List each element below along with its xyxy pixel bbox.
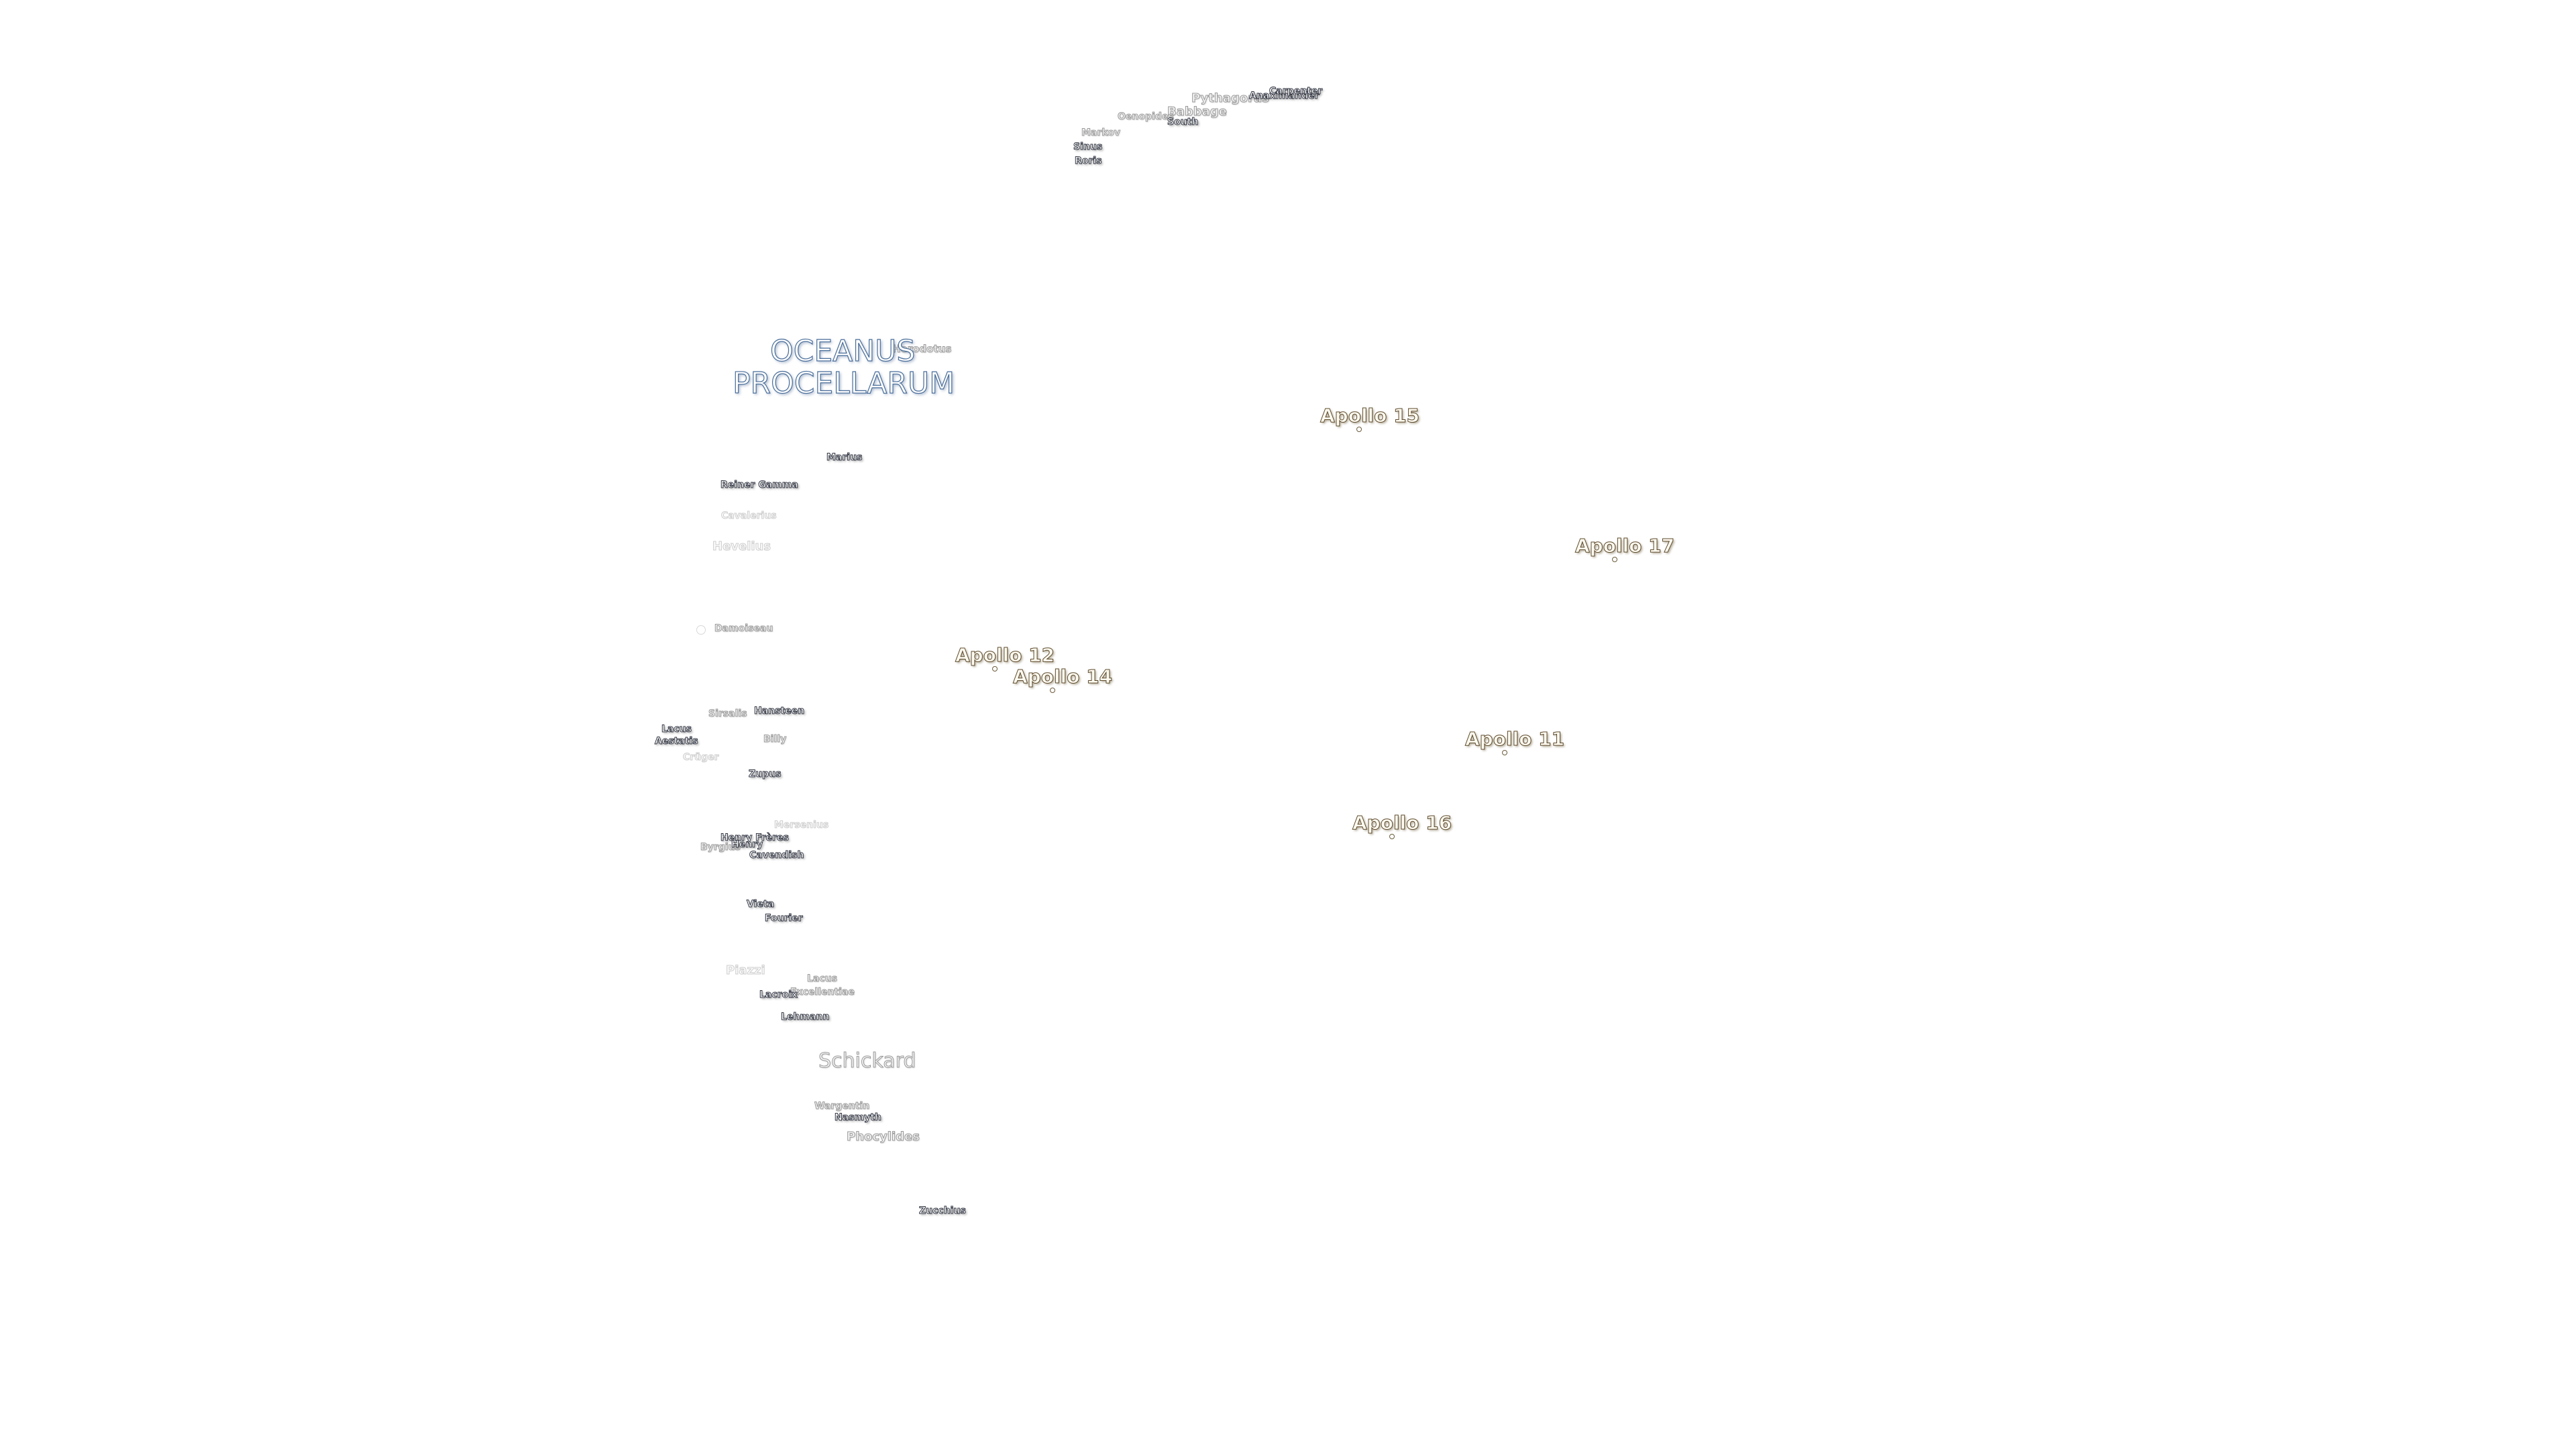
label-south[interactable]: South <box>1167 117 1199 127</box>
label-oenopides[interactable]: Oenopides <box>1118 111 1175 122</box>
label-zucchius[interactable]: Zucchius <box>919 1205 967 1216</box>
label-markov[interactable]: Markov <box>1081 127 1121 138</box>
label-babbage[interactable]: Babbage <box>1167 105 1228 119</box>
apollo-17-marker[interactable] <box>1612 557 1617 562</box>
label-reiner-gamma[interactable]: Reiner Gamma <box>720 480 799 490</box>
label-damoiseau[interactable]: Damoiseau <box>714 623 773 634</box>
label-criiger[interactable]: Crüger <box>683 752 720 763</box>
apollo-15-marker[interactable] <box>1356 427 1362 432</box>
label-hansteen[interactable]: Hansteen <box>753 706 805 716</box>
label-byrgius[interactable]: Byrgius <box>700 842 741 853</box>
label-lacus-aestatis-line2[interactable]: Aestatis <box>655 736 699 747</box>
label-carpenter[interactable]: Carpenter <box>1269 86 1323 97</box>
label-mare-line1[interactable]: OCEANUS <box>769 334 916 368</box>
apollo-14-marker[interactable] <box>1050 688 1055 693</box>
label-lacroix[interactable]: Lacroix <box>759 989 798 1000</box>
label-apollo-14[interactable]: Apollo 14 <box>1012 665 1113 688</box>
feature-marker <box>696 625 706 635</box>
label-mare-line2[interactable]: PROCELLARUM <box>732 366 955 400</box>
label-billy[interactable]: Billy <box>763 734 787 745</box>
label-apollo-12[interactable]: Apollo 12 <box>955 644 1055 666</box>
label-schickard[interactable]: Schickard <box>818 1049 916 1073</box>
label-cavalerius[interactable]: Cavalerius <box>721 511 777 521</box>
label-apollo-16[interactable]: Apollo 16 <box>1352 812 1452 834</box>
label-zupus[interactable]: Zupus <box>748 769 782 780</box>
label-anaximander[interactable]: Anaximander <box>1249 91 1320 101</box>
apollo-11-marker[interactable] <box>1502 750 1507 755</box>
label-wargentin[interactable]: Wargentin <box>814 1101 870 1112</box>
label-nasmyth[interactable]: Nasmyth <box>835 1112 882 1123</box>
label-sirsalis[interactable]: Sirsalis <box>708 708 747 719</box>
label-mersenius[interactable]: Mersenius <box>773 820 829 830</box>
label-lacus-excellentiae-line1[interactable]: Lacus <box>807 973 838 984</box>
label-cavendish[interactable]: Cavendish <box>749 850 804 861</box>
label-phocylides[interactable]: Phocylides <box>847 1130 920 1144</box>
label-marius[interactable]: Marius <box>826 452 863 463</box>
label-apollo-11[interactable]: Apollo 11 <box>1464 728 1565 750</box>
label-lehmann[interactable]: Lehmann <box>780 1012 830 1022</box>
label-sinus-roris-line2[interactable]: Roris <box>1074 156 1102 166</box>
label-henry-freres[interactable]: Henry Frères <box>720 833 790 843</box>
label-lacus-aestatis-line1[interactable]: Lacus <box>661 724 692 735</box>
apollo-16-marker[interactable] <box>1389 834 1395 839</box>
label-fourier[interactable]: Fourier <box>765 913 804 924</box>
label-hevelius[interactable]: Hevelius <box>712 539 771 553</box>
label-sinus-roris-line1[interactable]: Sinus <box>1073 142 1103 152</box>
label-apollo-15[interactable]: Apollo 15 <box>1320 405 1420 427</box>
label-piazzi[interactable]: Piazzi <box>726 963 766 977</box>
label-henry[interactable]: Henry <box>731 839 763 850</box>
label-vieta[interactable]: Vieta <box>746 899 775 910</box>
apollo-12-marker[interactable] <box>992 666 998 672</box>
label-apollo-17[interactable]: Apollo 17 <box>1574 535 1675 557</box>
label-lacus-excellentiae-line2[interactable]: Excellentiae <box>790 987 855 998</box>
label-pythagoras[interactable]: Pythagoras <box>1191 91 1270 105</box>
label-herodotus[interactable]: Herodotus <box>892 343 952 355</box>
